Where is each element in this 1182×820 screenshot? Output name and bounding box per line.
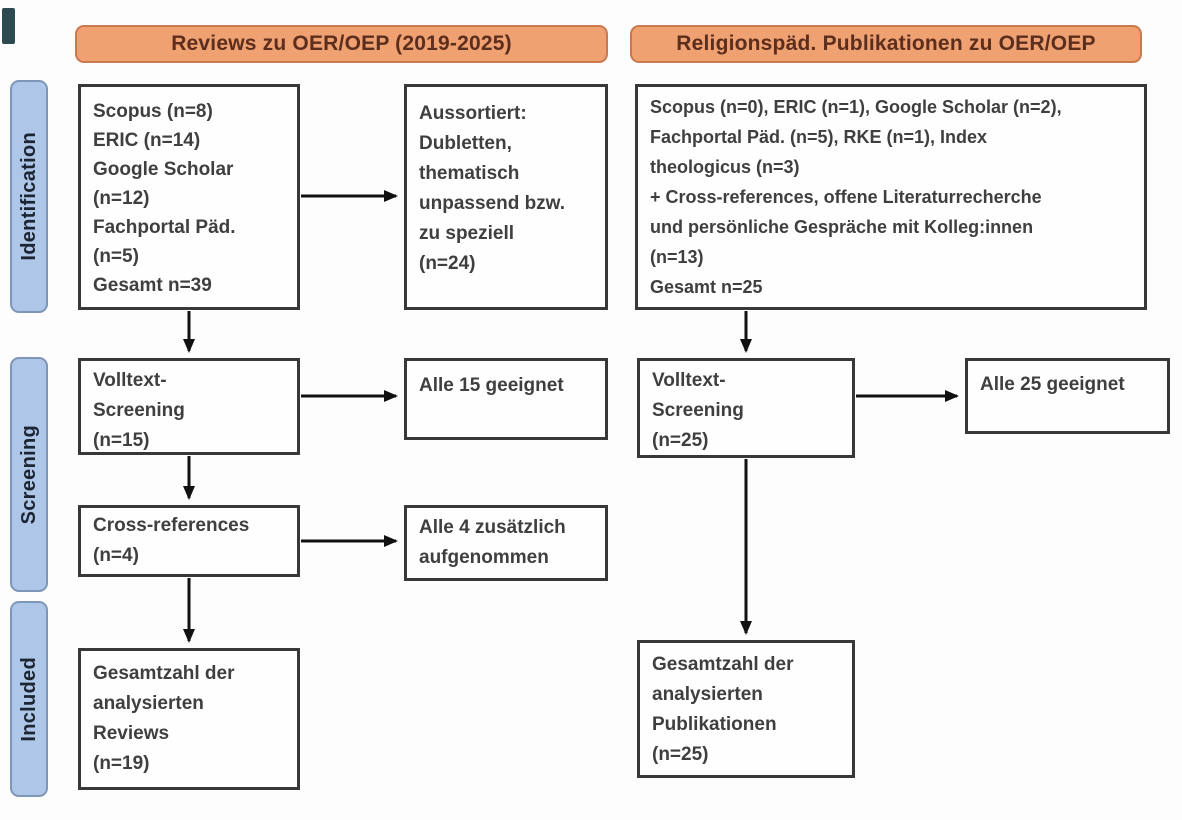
box-left-sources: Scopus (n=8) ERIC (n=14) Google Scholar … [78, 84, 300, 310]
box-left-included-total: Gesamtzahl der analysierten Reviews (n=1… [78, 648, 300, 790]
box-left-fulltext-screening: Volltext- Screening (n=15) [78, 358, 300, 455]
stage-label-included: Included [10, 601, 48, 797]
box-left-fulltext-result: Alle 15 geeignet [404, 358, 608, 440]
stage-label-identification-text: Identification [17, 132, 40, 261]
box-left-crossreferences-result: Alle 4 zusätzlich aufgenommen [404, 505, 608, 581]
box-right-sources: Scopus (n=0), ERIC (n=1), Google Scholar… [635, 84, 1147, 310]
stage-label-screening-text: Screening [17, 424, 40, 525]
box-left-excluded: Aussortiert: Dubletten, thematisch unpas… [404, 84, 608, 310]
stage-label-screening: Screening [10, 357, 48, 592]
column-header-religionspaed: Religionspäd. Publikationen zu OER/OEP [630, 25, 1142, 63]
column-header-reviews: Reviews zu OER/OEP (2019-2025) [75, 25, 608, 63]
corner-artifact-mark [2, 8, 15, 44]
box-left-crossreferences: Cross-references (n=4) [78, 505, 300, 577]
box-right-fulltext-result: Alle 25 geeignet [965, 358, 1170, 434]
stage-label-included-text: Included [17, 656, 40, 742]
box-right-included-total: Gesamtzahl der analysierten Publikatione… [637, 640, 855, 778]
box-right-fulltext-screening: Volltext- Screening (n=25) [637, 358, 855, 458]
stage-label-identification: Identification [10, 80, 48, 313]
